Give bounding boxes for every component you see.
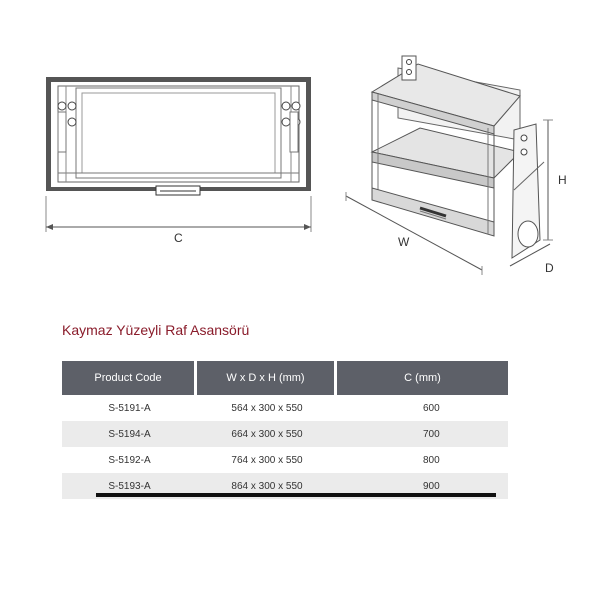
front-view-drawing [45, 77, 312, 232]
cell-c-size: 800 [423, 454, 440, 466]
spec-table: Product Code W x D x H (mm) C (mm) S-519… [62, 361, 508, 499]
cell-product-code: S-5193-A [108, 480, 151, 492]
cell-product-code: S-5192-A [108, 454, 151, 466]
cell-dimensions: 564 x 300 x 550 [231, 402, 303, 414]
table-row: S-5192-A 764 x 300 x 550 800 [62, 447, 508, 473]
header-c-size: C (mm) [404, 372, 441, 384]
table-bottom-rule [96, 493, 496, 497]
cell-product-code: S-5191-A [108, 402, 151, 414]
cell-dimensions: 664 x 300 x 550 [231, 428, 303, 440]
product-title: Kaymaz Yüzeyli Raf Asansörü [62, 322, 250, 338]
table-row: S-5191-A 564 x 300 x 550 600 [62, 395, 508, 421]
cell-product-code: S-5194-A [108, 428, 151, 440]
isometric-view-drawing [345, 55, 553, 275]
header-product-code: Product Code [62, 361, 197, 395]
table-row: S-5194-A 664 x 300 x 550 700 [62, 421, 508, 447]
cell-c-size: 600 [423, 402, 440, 414]
cell-c-size: 900 [423, 480, 440, 492]
cell-dimensions: 864 x 300 x 550 [231, 480, 303, 492]
dimension-c-label: C [174, 231, 183, 245]
header-dimensions: W x D x H (mm) [197, 361, 337, 395]
table-header: Product Code W x D x H (mm) C (mm) [62, 361, 508, 395]
cell-c-size: 700 [423, 428, 440, 440]
dimension-w-label: W [398, 235, 410, 249]
cell-dimensions: 764 x 300 x 550 [231, 454, 303, 466]
technical-drawing: C [45, 55, 567, 275]
dimension-d-label: D [545, 261, 554, 275]
dimension-h-label: H [558, 173, 567, 187]
